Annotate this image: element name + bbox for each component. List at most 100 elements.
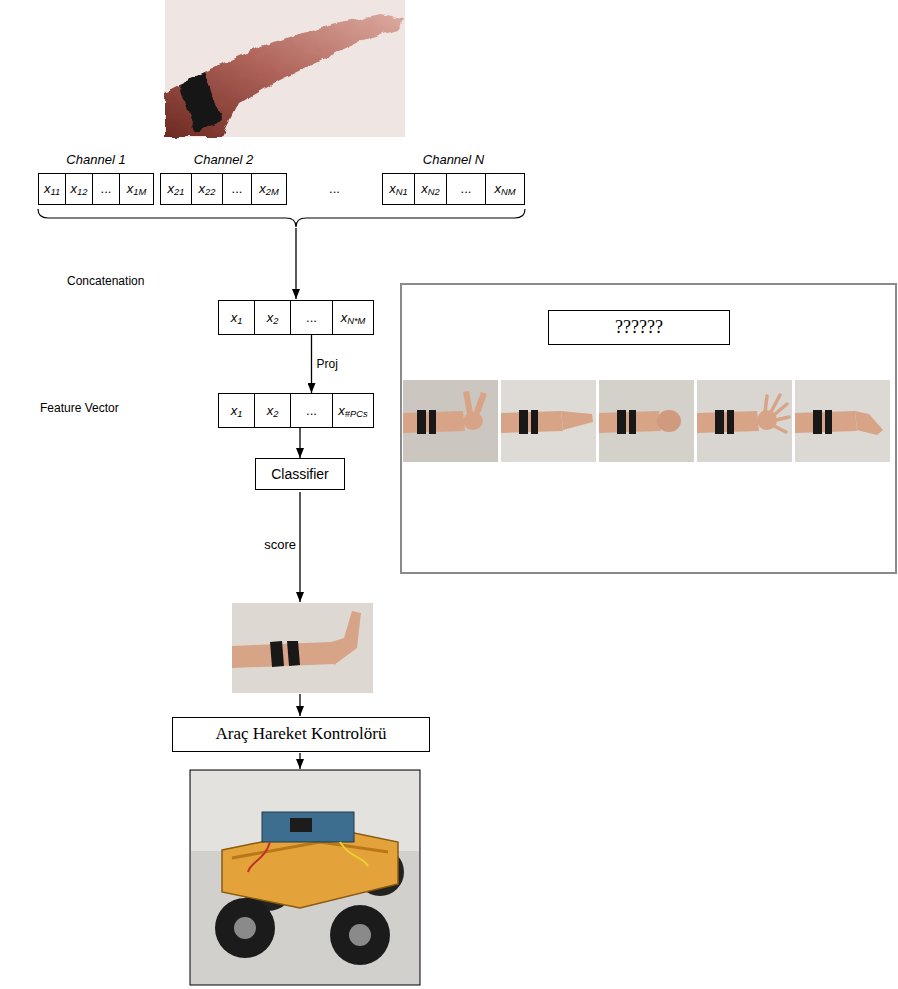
subscript: 21 bbox=[174, 188, 184, 198]
vector-cell: x12 bbox=[65, 173, 93, 205]
gesture-photo bbox=[657, 410, 681, 432]
gesture-photo bbox=[473, 392, 487, 416]
subscript: 1 bbox=[237, 409, 242, 419]
car-photo bbox=[190, 770, 420, 985]
subscript: NM bbox=[501, 188, 516, 198]
vector-cell: ... bbox=[92, 173, 120, 205]
car-photo bbox=[232, 842, 388, 858]
gesture-photo bbox=[463, 412, 483, 430]
flow-arrows bbox=[299, 492, 300, 602]
gesture-photo bbox=[501, 411, 563, 433]
edge-label: Proj bbox=[317, 357, 338, 371]
symbol: x bbox=[231, 310, 238, 325]
node-text: x1M bbox=[127, 181, 146, 197]
vector-cell: xN*M bbox=[332, 300, 374, 335]
brace bbox=[38, 209, 525, 227]
brace bbox=[38, 209, 525, 299]
symbol: x bbox=[267, 310, 274, 325]
symbol: x bbox=[494, 181, 501, 196]
gesture-photo bbox=[417, 410, 426, 434]
result-photo bbox=[328, 611, 361, 665]
gesture-photo bbox=[429, 410, 436, 434]
symbol: x bbox=[421, 181, 428, 196]
subscript: #PCs bbox=[345, 409, 368, 419]
gesture-photo bbox=[776, 417, 789, 420]
gesture-photo bbox=[795, 380, 890, 462]
gesture-panel bbox=[401, 284, 896, 573]
node-text: ... bbox=[306, 403, 317, 419]
node-text: x22 bbox=[199, 181, 216, 197]
vector-cell: x1M bbox=[119, 173, 154, 205]
vector-cell: ... bbox=[446, 173, 486, 205]
flow-arrows bbox=[299, 694, 300, 716]
subscript: 12 bbox=[77, 188, 87, 198]
gesture-photo bbox=[403, 380, 498, 462]
result-photo bbox=[232, 603, 373, 693]
node-text: ... bbox=[461, 181, 472, 197]
arm-photo bbox=[165, 0, 405, 137]
gesture-photo bbox=[599, 380, 694, 462]
result-photo bbox=[270, 641, 284, 667]
result-photo bbox=[287, 641, 300, 666]
arm-photo bbox=[165, 14, 402, 137]
vector-cell: x21 bbox=[160, 173, 192, 205]
node-text: xN2 bbox=[421, 181, 439, 197]
gesture-photo bbox=[599, 380, 694, 462]
subscript: 2M bbox=[266, 188, 279, 198]
car-photo bbox=[330, 905, 390, 965]
gesture-photo bbox=[765, 396, 767, 412]
arm-photo bbox=[178, 72, 222, 132]
subscript: N2 bbox=[428, 188, 440, 198]
question-box: ?????? bbox=[548, 310, 730, 345]
gesture-photo bbox=[501, 380, 596, 462]
car-photo bbox=[215, 898, 275, 958]
gesture-photo bbox=[855, 411, 883, 435]
node-text: x#PCs bbox=[338, 403, 367, 419]
subscript: 22 bbox=[205, 188, 215, 198]
symbol: x bbox=[231, 403, 238, 418]
flow-arrow bbox=[299, 428, 300, 458]
vector-cell: x2 bbox=[254, 300, 291, 335]
gesture-photo bbox=[795, 380, 890, 462]
vector-cell: xN2 bbox=[414, 173, 447, 205]
node-text: x11 bbox=[44, 181, 60, 197]
subscript: 1 bbox=[237, 316, 242, 326]
gesture-photo bbox=[697, 380, 792, 462]
vector-cell: x2M bbox=[251, 173, 287, 205]
result-photo bbox=[232, 603, 373, 693]
flow-arrow bbox=[311, 335, 312, 393]
step-label: Concatenation bbox=[67, 274, 144, 288]
symbol: x bbox=[341, 310, 348, 325]
gesture-photo bbox=[813, 410, 822, 434]
subscript: 2 bbox=[273, 316, 278, 326]
gesture-photo bbox=[599, 411, 661, 433]
car-photo bbox=[340, 842, 368, 866]
node-text: Classifier bbox=[271, 466, 329, 483]
gesture-photo bbox=[519, 410, 528, 434]
node-text: x1 bbox=[231, 310, 243, 326]
vector-cell: x#PCs bbox=[332, 393, 374, 428]
controller-box: Araç Hareket Kontrolörü bbox=[172, 717, 430, 752]
car-photo bbox=[248, 842, 270, 872]
vector-cell: ... bbox=[290, 300, 333, 335]
subscript: 11 bbox=[50, 188, 60, 198]
gesture-photo bbox=[697, 411, 759, 433]
subscript: 2 bbox=[273, 409, 278, 419]
symbol: x bbox=[259, 181, 266, 196]
vector-cell: ... bbox=[290, 393, 333, 428]
gesture-panel bbox=[401, 284, 896, 573]
node-text: x2M bbox=[259, 181, 278, 197]
channel-label: Channel 2 bbox=[194, 152, 253, 168]
gesture-photo bbox=[561, 411, 593, 430]
channel-label: Channel N bbox=[423, 152, 484, 168]
node-text: x12 bbox=[71, 181, 88, 197]
ellipsis-label: ... bbox=[329, 181, 340, 197]
arm-photo bbox=[165, 14, 402, 137]
step-label: Feature Vector bbox=[40, 401, 119, 415]
gesture-photo bbox=[774, 426, 786, 432]
vector-cell: xNM bbox=[485, 173, 525, 205]
symbol: x bbox=[338, 403, 345, 418]
